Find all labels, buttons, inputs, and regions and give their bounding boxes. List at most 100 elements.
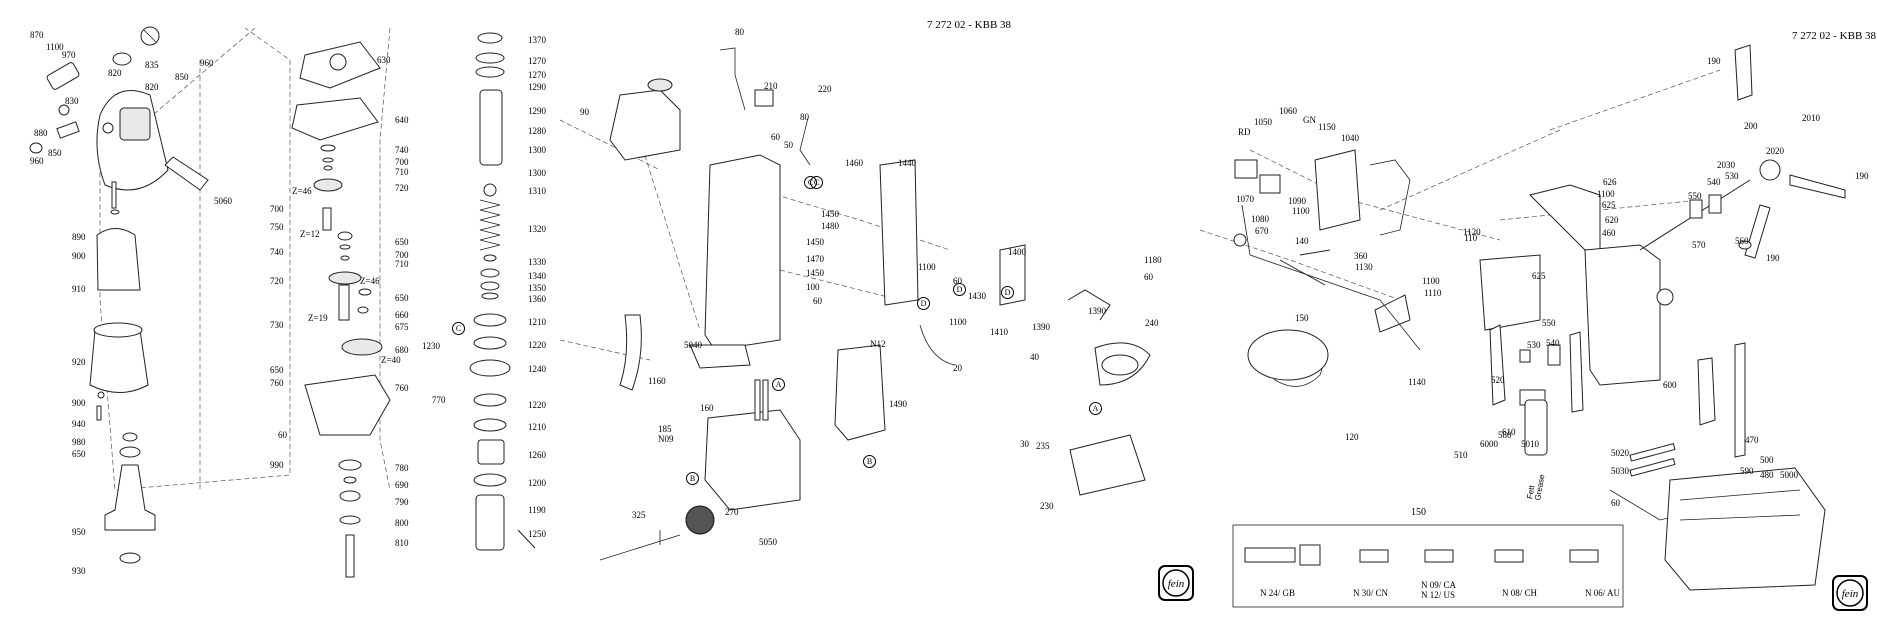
callout-label: 680: [395, 345, 409, 355]
reference-badge: D: [917, 297, 930, 310]
callout-label: 1330: [528, 257, 546, 267]
callout-label: 770: [432, 395, 446, 405]
callout-label: 870: [30, 30, 44, 40]
callout-label: 1290: [528, 106, 546, 116]
callout-label: 60: [771, 132, 780, 142]
svg-text:fein: fein: [1842, 588, 1859, 600]
callout-label: 220: [818, 84, 832, 94]
callout-label: N09: [658, 434, 674, 444]
callout-label: 1490: [889, 399, 907, 409]
callout-label: 1450: [806, 268, 824, 278]
callout-label: 90: [580, 107, 589, 117]
callout-label: 1300: [528, 145, 546, 155]
callout-label: 830: [65, 96, 79, 106]
callout-label: 60: [953, 276, 962, 286]
callout-label: 1140: [1408, 377, 1426, 387]
reference-badge: B: [686, 472, 699, 485]
callout-label: 580: [1498, 430, 1512, 440]
callout-label: 700: [270, 204, 284, 214]
callout-label: 690: [395, 480, 409, 490]
callout-label: 590: [1740, 466, 1754, 476]
callout-label: 940: [72, 419, 86, 429]
callout-label: 1210: [528, 422, 546, 432]
callout-label: 2020: [1766, 146, 1784, 156]
callout-label: 160: [700, 403, 714, 413]
callout-label: 990: [270, 460, 284, 470]
callout-label: 2030: [1717, 160, 1735, 170]
callout-label: 835: [145, 60, 159, 70]
callout-label: 1460: [845, 158, 863, 168]
callout-label: 570: [1692, 240, 1706, 250]
callout-label: 1100: [1292, 206, 1310, 216]
callout-label: 20: [953, 363, 962, 373]
callout-label: 700: [395, 250, 409, 260]
callout-label: 60: [813, 296, 822, 306]
reference-badge: C: [452, 322, 465, 335]
callout-label: 1350: [528, 283, 546, 293]
callout-label: 650: [72, 449, 86, 459]
reference-badge: D: [953, 283, 966, 296]
callout-label: 1390: [1088, 306, 1106, 316]
callout-label: 110: [1464, 233, 1478, 243]
callout-label: 60: [278, 430, 287, 440]
callout-label: 480: [1760, 470, 1774, 480]
callout-label: 1450: [821, 209, 839, 219]
callout-label: 510: [1454, 450, 1468, 460]
callout-label: 1260: [528, 450, 546, 460]
callout-label: 1190: [528, 505, 546, 515]
callout-label: 235: [1036, 441, 1050, 451]
callout-label: 80: [800, 112, 809, 122]
callout-label: 1220: [528, 340, 546, 350]
callout-label: 820: [108, 68, 122, 78]
carriage-handle-group: [1233, 44, 1846, 591]
callout-label: 850: [175, 72, 189, 82]
callout-label: 325: [632, 510, 646, 520]
callout-label: 530: [1725, 171, 1739, 181]
callout-label: 630: [377, 55, 391, 65]
callout-label: 700: [395, 157, 409, 167]
callout-label: 1390: [1032, 322, 1050, 332]
cable-panel-title: 150: [1411, 507, 1426, 518]
callout-label: 650: [270, 365, 284, 375]
callout-label: 1370: [528, 35, 546, 45]
callout-label: 200: [1744, 121, 1758, 131]
cable-variant-label: N 08/ CH: [1502, 588, 1538, 598]
callout-label: 5000: [1780, 470, 1798, 480]
reference-badge: B: [863, 455, 876, 468]
callout-label: 5040: [684, 340, 702, 350]
callout-label: 790: [395, 497, 409, 507]
callout-label: 675: [395, 322, 409, 332]
callout-label: 2010: [1802, 113, 1820, 123]
callout-label: 920: [72, 357, 86, 367]
motor-group: [29, 26, 209, 564]
callout-label: 650: [395, 237, 409, 247]
sheet-code-right: 7 272 02 - KBB 38: [1792, 30, 1877, 42]
callout-label: 626: [1603, 177, 1617, 187]
callout-label: 190: [1766, 253, 1780, 263]
callout-label: 1200: [528, 478, 546, 488]
callout-label: 550: [1542, 318, 1556, 328]
svg-text:fein: fein: [1168, 578, 1185, 590]
callout-label: 50: [784, 140, 793, 150]
callout-label: 1070: [1236, 194, 1254, 204]
callout-label: 1360: [528, 294, 546, 304]
callout-label: 520: [1491, 375, 1505, 385]
fein-logo-icon: fein: [1158, 565, 1194, 601]
callout-label: 360: [1354, 251, 1368, 261]
callout-label: 730: [270, 320, 284, 330]
callout-label: 820: [145, 82, 159, 92]
callout-label: 720: [395, 183, 409, 193]
callout-label: 600: [1663, 380, 1677, 390]
callout-label: 210: [764, 81, 778, 91]
callout-label: Z=12: [300, 229, 320, 239]
callout-label: 5050: [759, 537, 777, 547]
callout-label: Z=40: [381, 355, 401, 365]
callout-label: 1310: [528, 186, 546, 196]
cable-variant-label: N 12/ US: [1421, 590, 1456, 600]
callout-label: 1450: [806, 237, 824, 247]
callout-label: 540: [1707, 177, 1721, 187]
callout-label: 40: [1030, 352, 1039, 362]
callout-label: 1180: [1144, 255, 1162, 265]
callout-label: GN: [1303, 115, 1316, 125]
